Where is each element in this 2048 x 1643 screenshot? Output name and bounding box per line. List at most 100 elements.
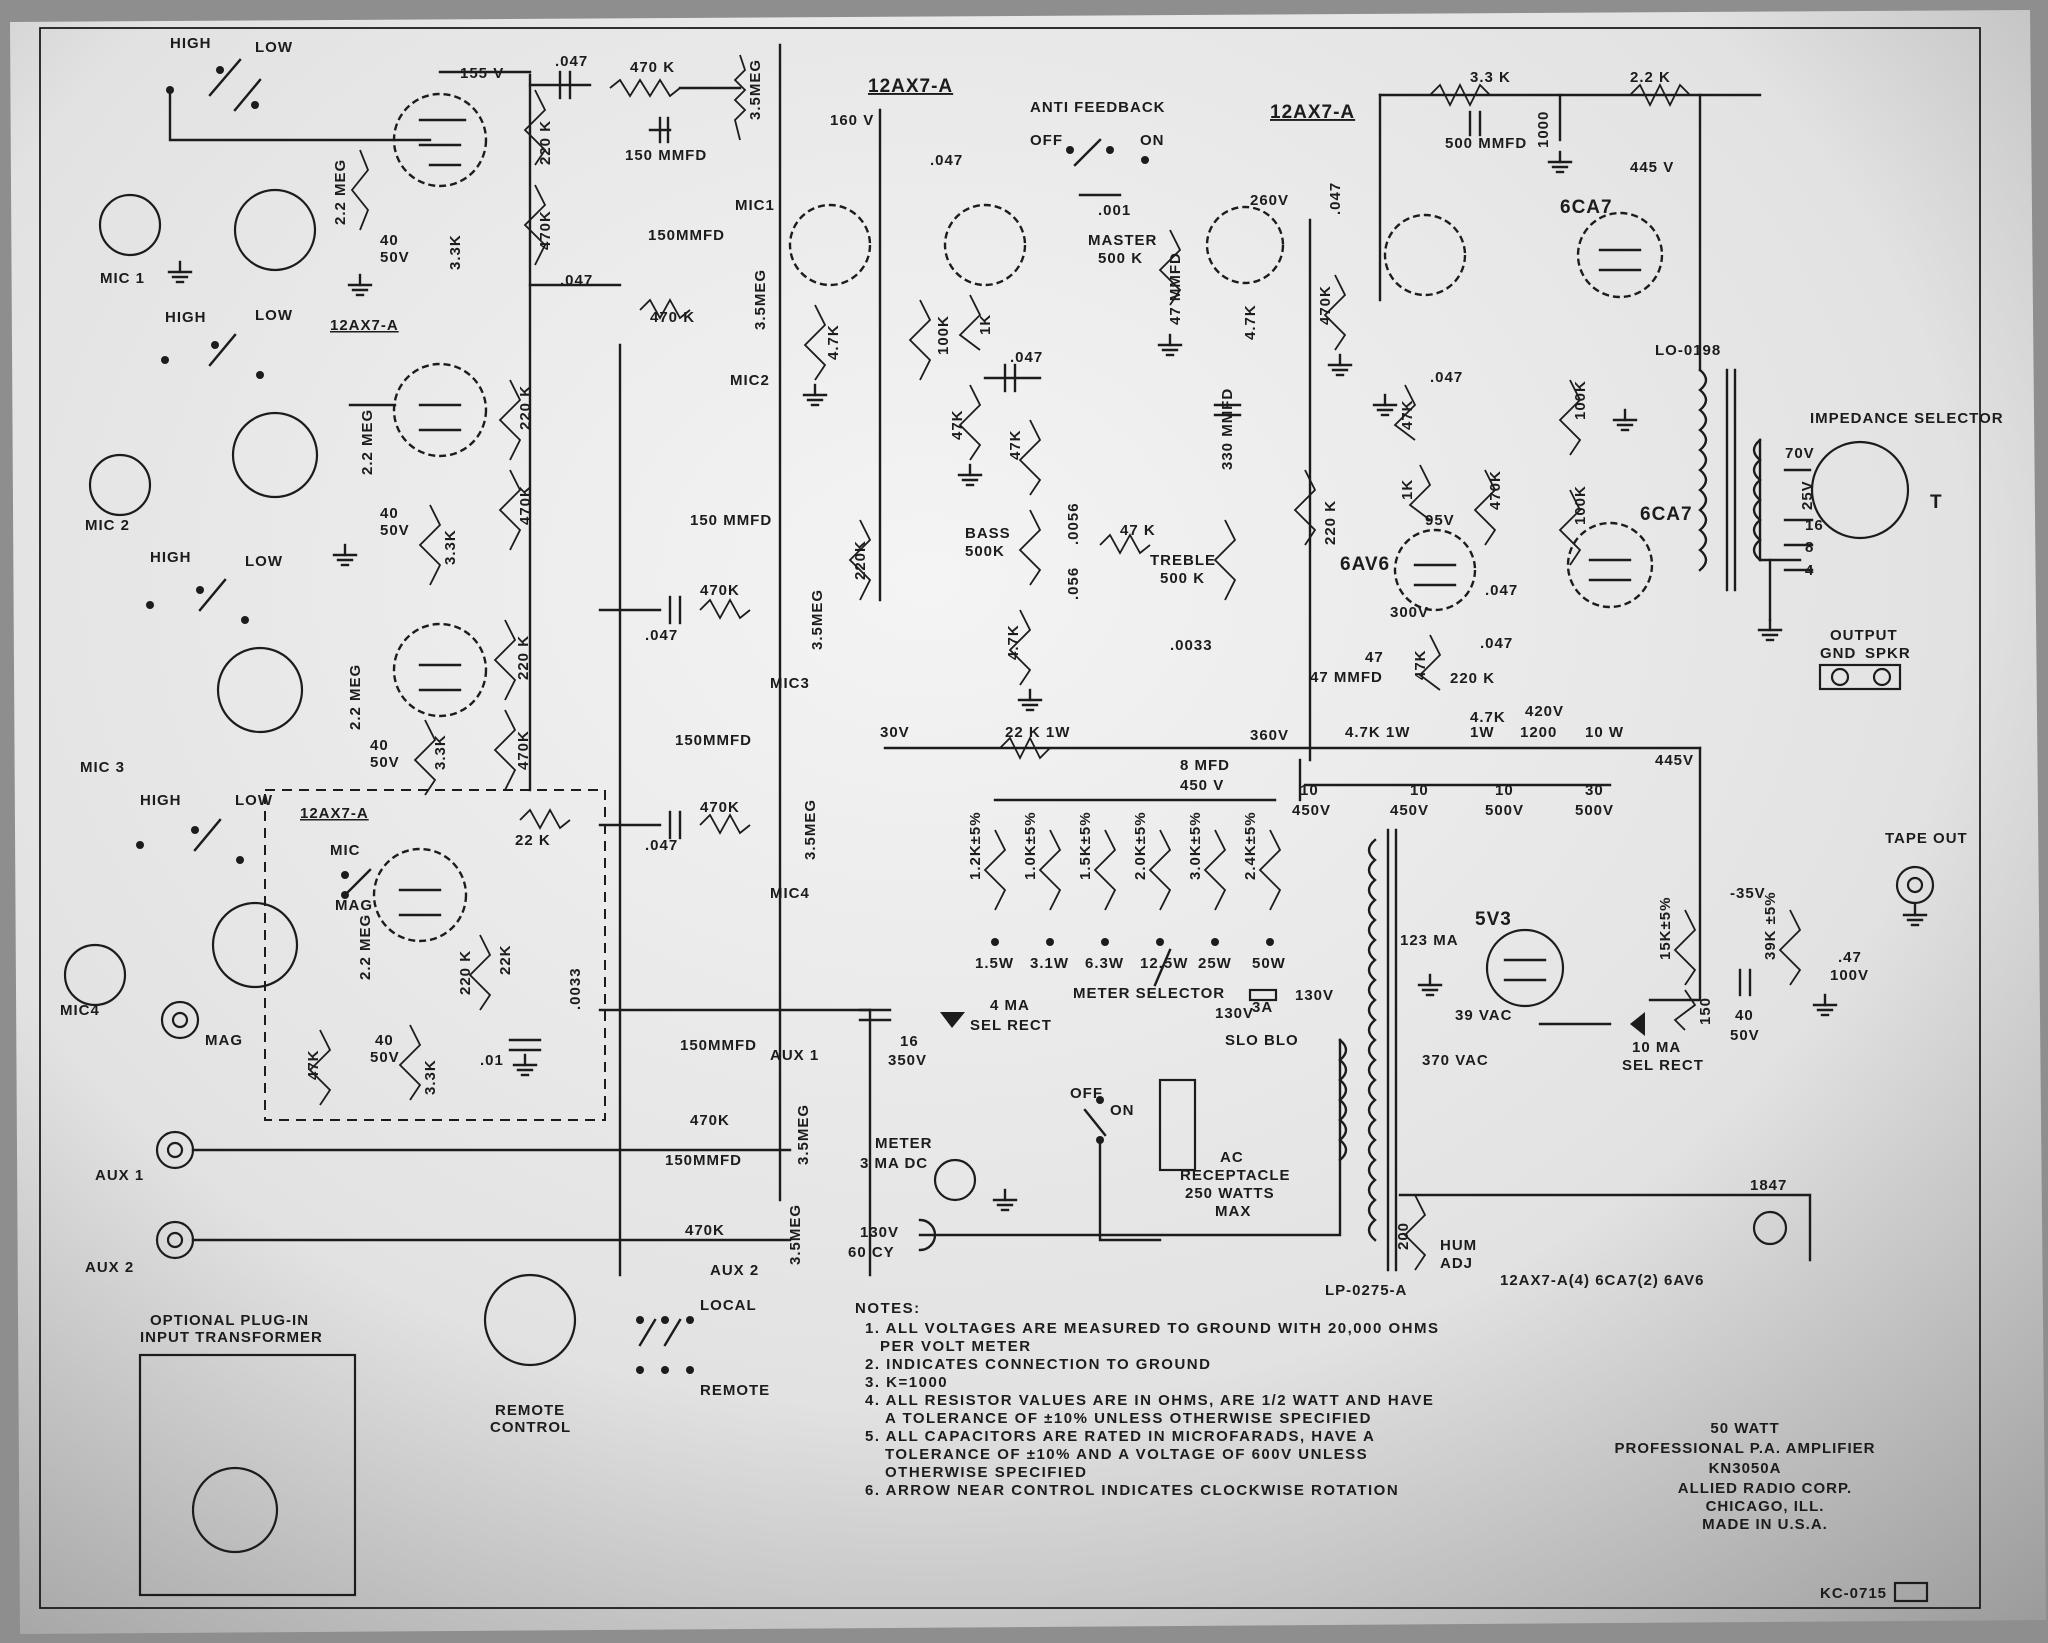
r470k-label: 470K xyxy=(690,1112,730,1129)
c047-label: .047 xyxy=(1480,635,1513,652)
mic1-channel: MIC 1 HIGH LOW 155 V .047 470 K 150 MMFD… xyxy=(98,35,774,389)
tape-out-jack[interactable] xyxy=(1895,865,1935,905)
output-spkr-label: SPKR xyxy=(1865,645,1911,662)
output-spkr-terminal[interactable] xyxy=(1872,667,1892,687)
r2-2meg-label: 2.2 MEG xyxy=(332,159,349,225)
r470k-label: 470K xyxy=(685,1222,725,1239)
mic1-high-low-switch[interactable] xyxy=(166,58,432,142)
tube-5v3 xyxy=(1485,928,1565,1008)
mic-mag-switch[interactable] xyxy=(341,868,372,899)
impedance-selector-socket[interactable] xyxy=(1810,440,1910,540)
c47mmfd-label: 47 MMFD xyxy=(1167,252,1184,325)
output-terminal-strip[interactable] xyxy=(1818,663,1902,691)
c150mmfd-label: 150MMFD xyxy=(680,1037,757,1054)
paper-background xyxy=(10,10,2046,1634)
mic-mag-switch-dashed-link xyxy=(264,789,606,1121)
input-transformer-label: INPUT TRANSFORMER xyxy=(140,1329,323,1346)
mic3-socket xyxy=(216,646,304,734)
mic3-label: MIC 3 xyxy=(80,759,125,776)
v30-label: 30V xyxy=(880,724,910,741)
notes-heading: NOTES: xyxy=(855,1300,921,1317)
title-made-in: MADE IN U.S.A. xyxy=(1702,1516,1828,1533)
drawing-number: KC-0715 xyxy=(1820,1585,1887,1602)
note-3: 3. K=1000 xyxy=(865,1374,948,1391)
c047-label: .047 xyxy=(1010,349,1043,366)
impedance-tap-25v: 25V xyxy=(1799,480,1816,510)
title-company: ALLIED RADIO CORP. xyxy=(1678,1480,1852,1497)
fuse-label: 3A xyxy=(1252,999,1273,1016)
mic2-socket xyxy=(88,453,152,517)
sel-rect-label: SEL RECT xyxy=(970,1017,1052,1034)
anti-feedback-switch[interactable] xyxy=(1066,138,1149,167)
mic3-high-label: HIGH xyxy=(150,549,192,566)
v300-label: 300V xyxy=(1390,604,1429,621)
power-transformer-label: LP-0275-A xyxy=(1325,1282,1407,1299)
mic3-high-low-switch[interactable] xyxy=(146,578,249,624)
r22k-b-label: 22K xyxy=(497,944,514,975)
c50v-label: 50V xyxy=(370,1049,400,1066)
c16v-label: 350V xyxy=(888,1052,927,1069)
r3-3k-label: 3.3K xyxy=(442,529,459,565)
aux-inputs: AUX 1 AUX 2 150MMFD AUX 1 470K 3.5MEG 15… xyxy=(85,1037,818,1279)
meter-selector-switch[interactable] xyxy=(991,938,1274,987)
ac-receptacle[interactable] xyxy=(1158,1078,1197,1172)
tube-v5-label: 12AX7-A xyxy=(1270,102,1355,123)
c40-label: 40 xyxy=(380,505,399,522)
r470k-b-label: 470K xyxy=(537,210,554,250)
power-switch-on-label: ON xyxy=(1110,1102,1135,1119)
r4-7k-b-label: 4.7K xyxy=(1470,709,1506,726)
meter-position-25w: 25W xyxy=(1198,955,1232,972)
meter-position-50w: 50W xyxy=(1252,955,1286,972)
c47mmfd-b-label: 47 xyxy=(1365,649,1384,666)
tube-6ca7-2-label: 6CA7 xyxy=(1640,504,1693,525)
sel-rect-label: SEL RECT xyxy=(1622,1057,1704,1074)
tube-6ca7-2 xyxy=(1566,521,1654,609)
remote-control-socket xyxy=(483,1273,577,1367)
c047-label: .047 xyxy=(555,53,588,70)
note-1b: PER VOLT METER xyxy=(880,1338,1032,1355)
v-35-label: -35V xyxy=(1730,885,1766,902)
r47k-b-label: 47 K xyxy=(1120,522,1156,539)
local-remote-switch[interactable] xyxy=(636,1316,694,1374)
c056-label: .056 xyxy=(1065,567,1082,600)
mic-mag-switch-mic-label: MIC xyxy=(330,842,361,859)
mic4-high-low-switch[interactable] xyxy=(136,818,244,864)
treble-control[interactable] xyxy=(1213,519,1237,601)
r470k-b-label: 470K xyxy=(700,799,740,816)
tape-out-label: TAPE OUT xyxy=(1885,830,1968,847)
c150mmfd-label: 150MMFD xyxy=(665,1152,742,1169)
r470k-b-label: 470K xyxy=(517,485,534,525)
output-gnd-terminal[interactable] xyxy=(1830,667,1850,687)
r47k-label: 47K xyxy=(305,1049,322,1080)
meter-label: METER xyxy=(875,1135,933,1152)
r220k-b-label: 220K xyxy=(852,540,869,580)
master-label: MASTER xyxy=(1088,232,1157,249)
output-transformer-label: LO-0198 xyxy=(1655,342,1721,359)
hum-adj-pot[interactable] xyxy=(1403,1194,1427,1271)
mic4-channel: MIC4 HIGH LOW 12AX7-A MIC MAG MAG 2.2 ME… xyxy=(60,732,819,1121)
r3-3k-b-label: 3.3 K xyxy=(1470,69,1511,86)
pilot-lamp-label: 1847 xyxy=(1750,1177,1787,1194)
v420-label: 420V xyxy=(1525,703,1564,720)
c047-100v-v-label: 100V xyxy=(1830,967,1869,984)
mic2-high-low-switch[interactable] xyxy=(161,333,264,379)
tube-v2-label: 12AX7-A xyxy=(330,317,399,334)
c150mmfd-b-label: 150MMFD xyxy=(675,732,752,749)
bass-control[interactable] xyxy=(1018,509,1042,586)
c47mmfd-label: 47 MMFD xyxy=(1310,669,1383,686)
line-voltage-label: 130V xyxy=(860,1224,899,1241)
c047-label: .047 xyxy=(645,837,678,854)
transformer-plug-socket xyxy=(191,1466,279,1554)
tube-6av6 xyxy=(1393,528,1477,612)
impedance-tap-16: 16 xyxy=(1805,517,1824,534)
treble-value-label: 500 K xyxy=(1160,570,1205,587)
r150-label: 150 xyxy=(1697,997,1714,1025)
mag-input-jack[interactable] xyxy=(160,1000,200,1040)
master-control[interactable] xyxy=(1158,229,1182,306)
mic1-high-label: HIGH xyxy=(170,35,212,52)
r1200-label: 1200 xyxy=(1520,724,1557,741)
c0033-label: .0033 xyxy=(567,967,584,1010)
r4-7k-label: 4.7K xyxy=(1242,304,1259,340)
r1k-label: 1K xyxy=(977,314,994,335)
vac39-label: 39 VAC xyxy=(1455,1007,1512,1024)
